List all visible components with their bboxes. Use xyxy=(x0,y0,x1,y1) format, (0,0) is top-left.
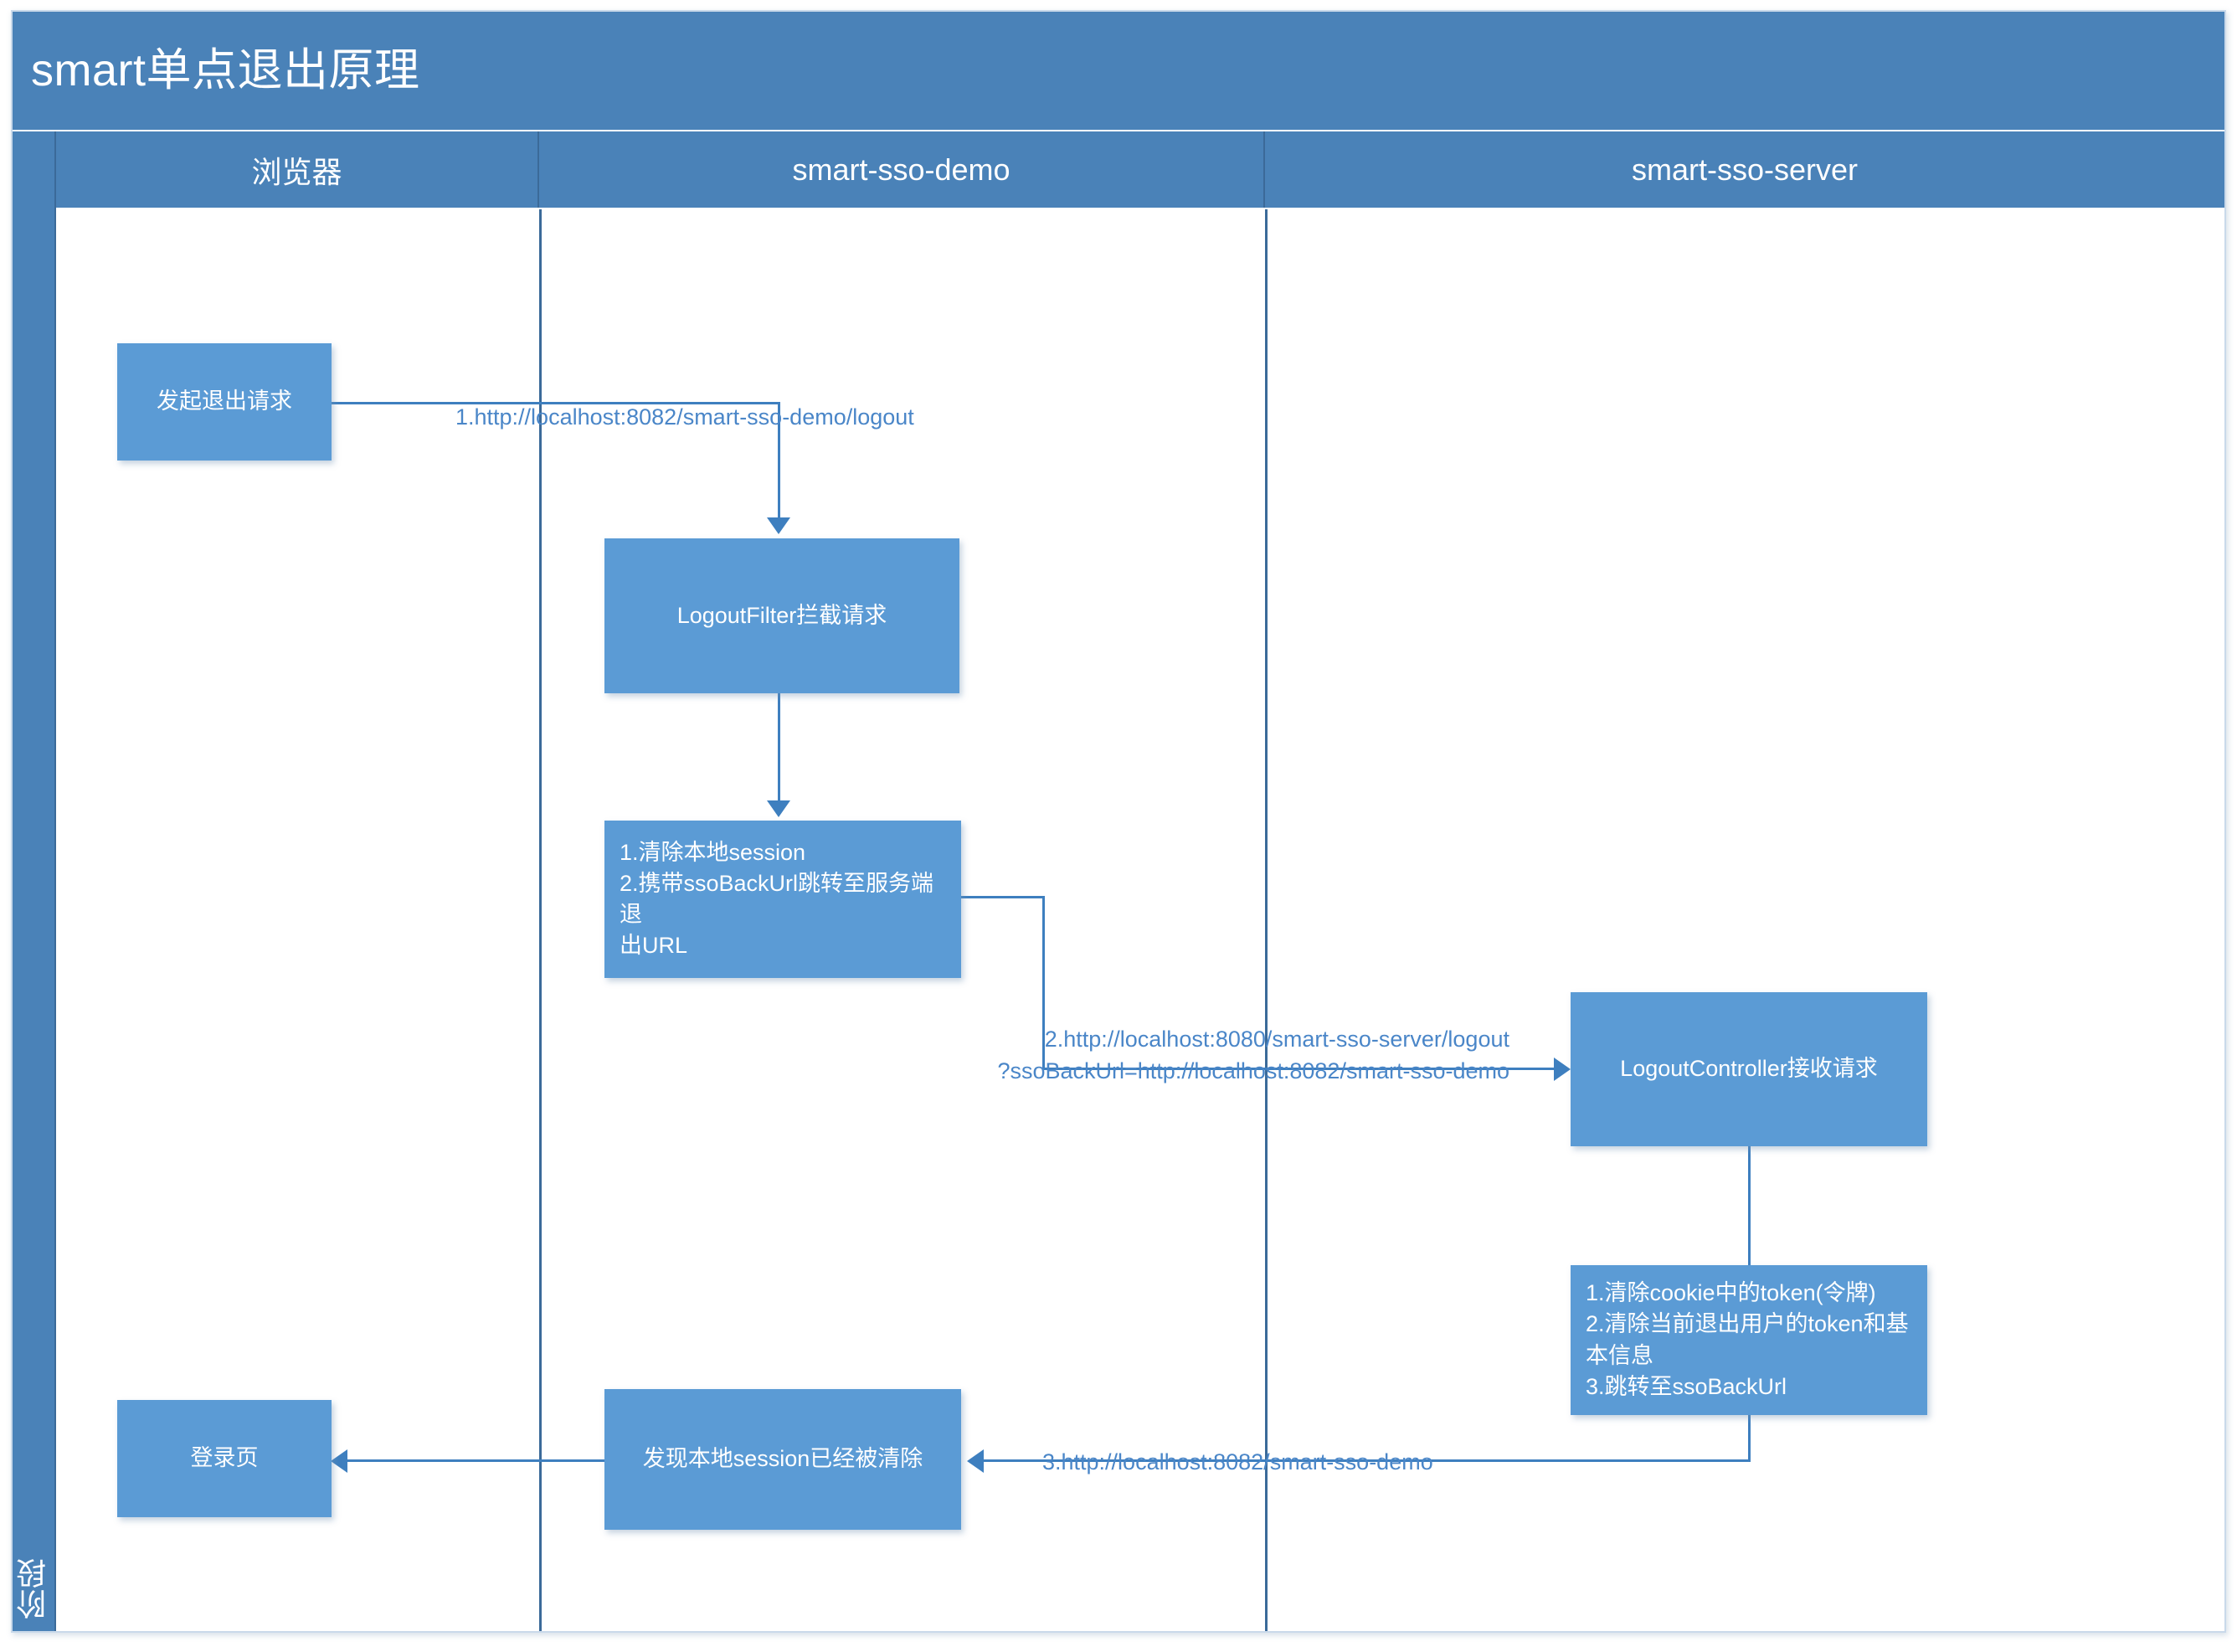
edge-4-segment-v xyxy=(1748,1146,1751,1268)
page-title: smart单点退出原理 xyxy=(31,44,420,95)
node-label: 1.清除cookie中的token(令牌) 2.清除当前退出用户的token和基… xyxy=(1586,1280,1909,1399)
edge-5-segment-h xyxy=(984,1459,1751,1462)
edge-3-segment-h2 xyxy=(1042,1068,1560,1070)
edge-6-segment-h xyxy=(347,1459,607,1462)
lane-header-sso-demo: smart-sso-demo xyxy=(539,131,1265,208)
edge-1-segment-h xyxy=(332,402,780,404)
node-label: 发现本地session已经被清除 xyxy=(642,1446,923,1472)
phase-bar-label: 阶段 xyxy=(16,1557,50,1619)
edge-1-segment-v xyxy=(778,402,780,519)
node-local-session-cleared[interactable]: 发现本地session已经被清除 xyxy=(604,1389,961,1530)
lane-header-label: 浏览器 xyxy=(251,154,342,189)
lane-header-label: smart-sso-server xyxy=(1631,152,1859,187)
edge-1-label: 1.http://localhost:8082/smart-sso-demo/l… xyxy=(455,404,914,430)
edge-3-segment-v xyxy=(1042,896,1045,1070)
lane-divider-2 xyxy=(1265,209,1268,1631)
node-label: 登录页 xyxy=(190,1445,259,1471)
lane-header-sso-server: smart-sso-server xyxy=(1265,131,2224,208)
node-label: 发起退出请求 xyxy=(157,389,292,414)
edge-2-segment-v xyxy=(778,693,780,802)
edge-5-segment-v xyxy=(1748,1415,1751,1461)
edge-3-label: 2.http://localhost:8080/smart-sso-server… xyxy=(997,1027,1509,1084)
node-clear-local-session[interactable]: 1.清除本地session 2.携带ssoBackUrl跳转至服务端退 出URL xyxy=(604,821,961,978)
edge-5-label: 3.http://localhost:8082/smart-sso-demo xyxy=(1042,1449,1433,1474)
edge-1-arrowhead xyxy=(767,517,790,534)
edge-3-segment-h1 xyxy=(961,896,1045,898)
edge-6-arrowhead xyxy=(331,1449,347,1473)
diagram-title-band: smart单点退出原理 xyxy=(13,12,2224,130)
phase-bar: 阶段 xyxy=(13,131,56,1631)
node-label: LogoutFilter拦截请求 xyxy=(676,602,887,628)
node-login-page[interactable]: 登录页 xyxy=(117,1400,332,1517)
edge-2-arrowhead xyxy=(767,800,790,817)
edge-3-arrowhead xyxy=(1554,1058,1571,1081)
node-label: LogoutController接收请求 xyxy=(1620,1056,1878,1082)
node-logout-filter-intercept[interactable]: LogoutFilter拦截请求 xyxy=(604,538,959,693)
lane-header-label: smart-sso-demo xyxy=(792,152,1011,187)
node-logout-controller-receive[interactable]: LogoutController接收请求 xyxy=(1571,992,1927,1146)
lane-divider-1 xyxy=(539,209,542,1631)
lane-header-browser: 浏览器 xyxy=(56,131,539,208)
edge-5-arrowhead xyxy=(967,1449,984,1473)
node-clear-cookie-token[interactable]: 1.清除cookie中的token(令牌) 2.清除当前退出用户的token和基… xyxy=(1571,1265,1927,1415)
node-label: 1.清除本地session 2.携带ssoBackUrl跳转至服务端退 出URL xyxy=(620,839,934,959)
node-initiate-logout-request[interactable]: 发起退出请求 xyxy=(117,343,332,461)
